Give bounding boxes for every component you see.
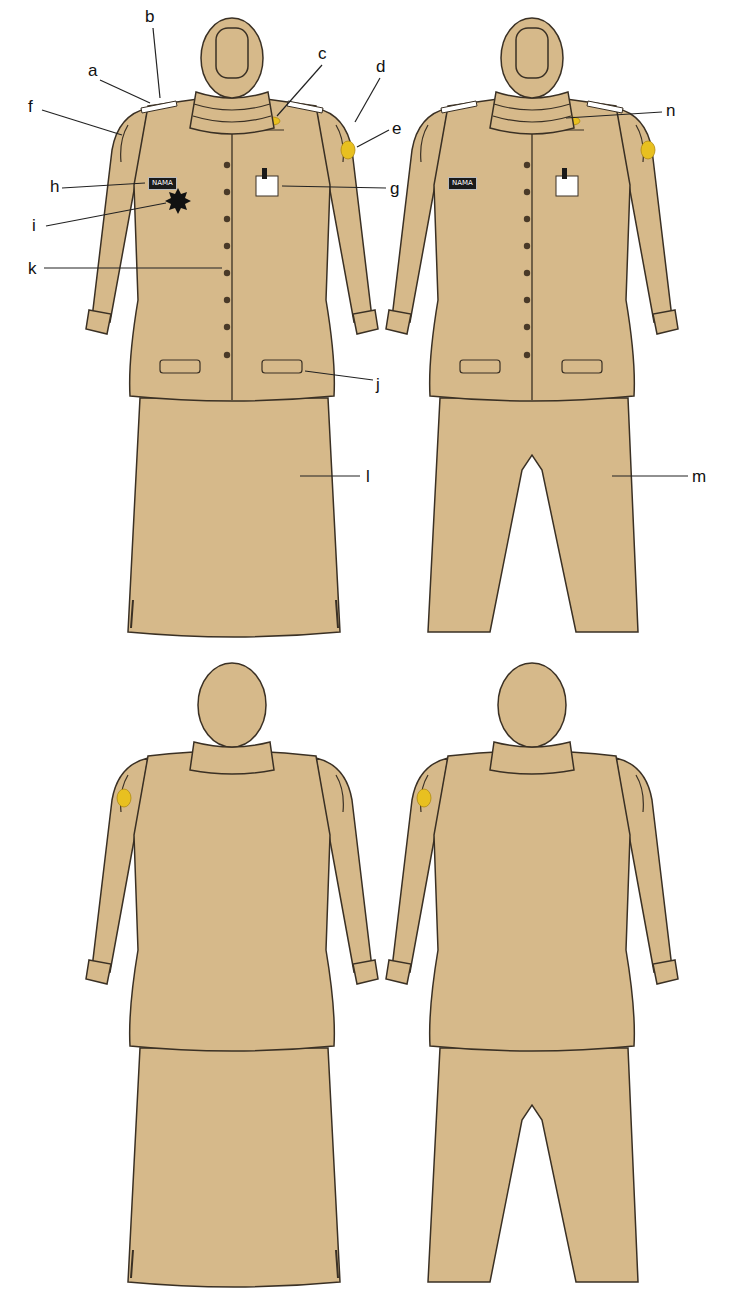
name-tag: NAMA	[148, 177, 177, 190]
callout-letter: j	[376, 376, 380, 393]
callout-letter: c	[318, 45, 327, 62]
callout-letter: k	[28, 260, 37, 277]
callout-letter: h	[50, 178, 59, 195]
callout-letter: a	[88, 62, 97, 79]
callout-letter: n	[666, 102, 675, 119]
callout-letter: m	[692, 468, 706, 485]
name-tag: NAMA	[448, 177, 477, 190]
callout-letter: e	[392, 120, 401, 137]
callout-letter: d	[376, 58, 385, 75]
callout-letter: f	[28, 98, 33, 115]
callout-letter: g	[390, 180, 399, 197]
callout-letter: b	[145, 8, 154, 25]
callout-letter: i	[32, 217, 36, 234]
callout-letter: l	[366, 468, 370, 485]
